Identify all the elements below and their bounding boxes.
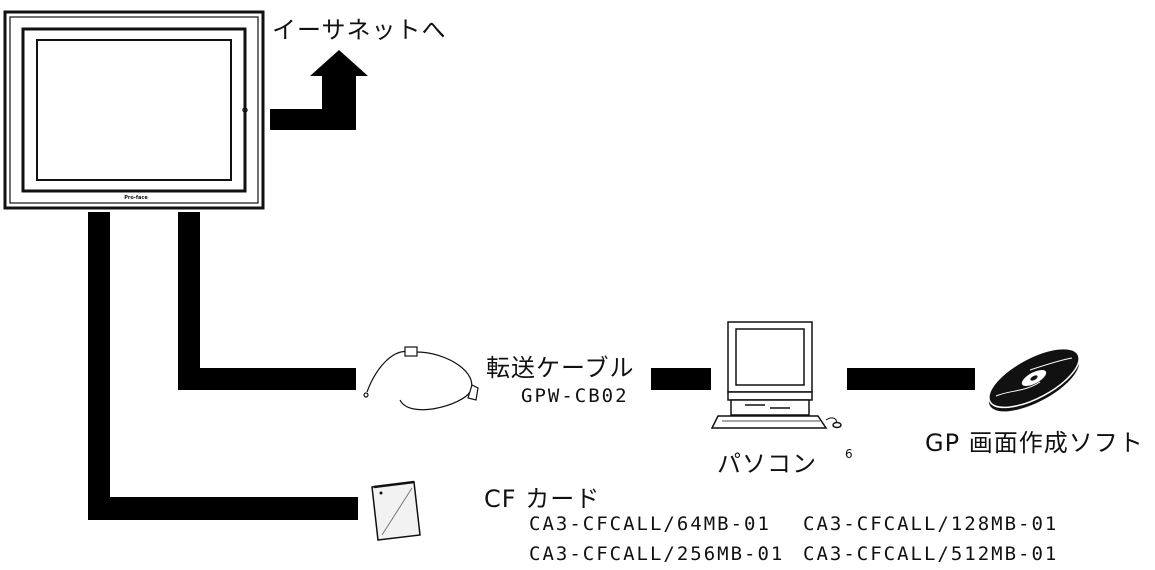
- transfer-cable-icon: [363, 346, 479, 411]
- cf-card-model: CA3-CFCALL/256MB-01: [529, 543, 785, 565]
- touch-panel: Pro-face: [3, 10, 265, 210]
- cf-card-model: CA3-CFCALL/512MB-01: [803, 543, 1059, 565]
- power-led-icon: [242, 107, 248, 113]
- connection-lines: [88, 212, 975, 520]
- ethernet-label: イーサネットへ: [272, 16, 447, 44]
- pc-label: パソコン: [717, 450, 817, 478]
- transfer-cable-title: 転送ケーブル: [486, 354, 635, 382]
- ethernet-arrow-icon: [270, 50, 368, 130]
- software-label: GP 画面作成ソフト: [925, 429, 1144, 457]
- pc-icon: [710, 321, 842, 429]
- cf-card-icon: [371, 480, 421, 541]
- cf-card-model: CA3-CFCALL/128MB-01: [803, 513, 1059, 535]
- cf-card-title: CF カード: [484, 485, 601, 513]
- software-disc-icon: [988, 347, 1080, 412]
- pc-note: 6: [845, 447, 853, 461]
- cf-card-model: CA3-CFCALL/64MB-01: [529, 513, 771, 535]
- panel-brand-logo: Pro-face: [124, 195, 148, 201]
- transfer-cable-model: GPW-CB02: [521, 385, 629, 407]
